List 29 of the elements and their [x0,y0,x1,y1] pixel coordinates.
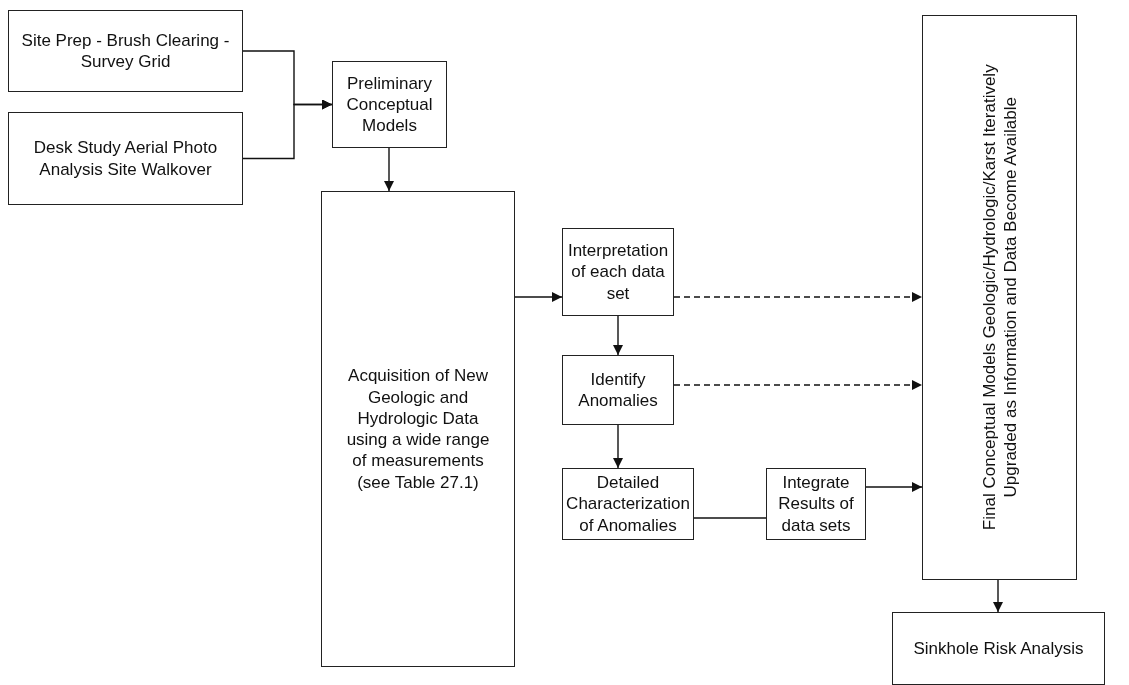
arrow [384,147,394,192]
process-box [892,612,1105,685]
box-text: Preliminary Conceptual Models [345,72,434,137]
arrow [865,482,923,492]
box-text: Sinkhole Risk Analysis [913,637,1084,660]
process-box [321,191,515,667]
box-text: Final Conceptual Models Geologic/Hydrologic/Karst Iteratively Upgraded as Information and Data Become Available [978,63,1021,533]
process-box [8,10,243,92]
process-box [332,61,447,148]
arrow [993,579,1003,613]
box-text: Detailed Characterization of Anomalies [566,472,690,536]
process-box [766,468,866,540]
dashed-arrow [673,380,923,390]
arrow [514,292,563,302]
connector-line [693,517,767,519]
box-text: Desk Study Aerial Photo Analysis Site Walkover [32,137,219,180]
process-box [562,228,674,316]
box-text: Site Prep - Brush Clearing - Survey Grid [20,29,231,73]
box-text: Interpretation of each data set [567,240,669,304]
arrow [613,424,623,469]
dashed-arrow [673,292,923,302]
arrow [242,99,333,160]
process-box [8,112,243,205]
process-box [562,355,674,425]
process-box [922,15,1077,580]
box-text: Identify Anomalies [577,368,659,412]
box-text: Acquisition of New Geologic and Hydrologic Data using a wide range of measurements (see Table 27.1) [345,365,491,493]
box-text: Integrate Results of data sets [777,472,855,536]
arrow [613,315,623,356]
